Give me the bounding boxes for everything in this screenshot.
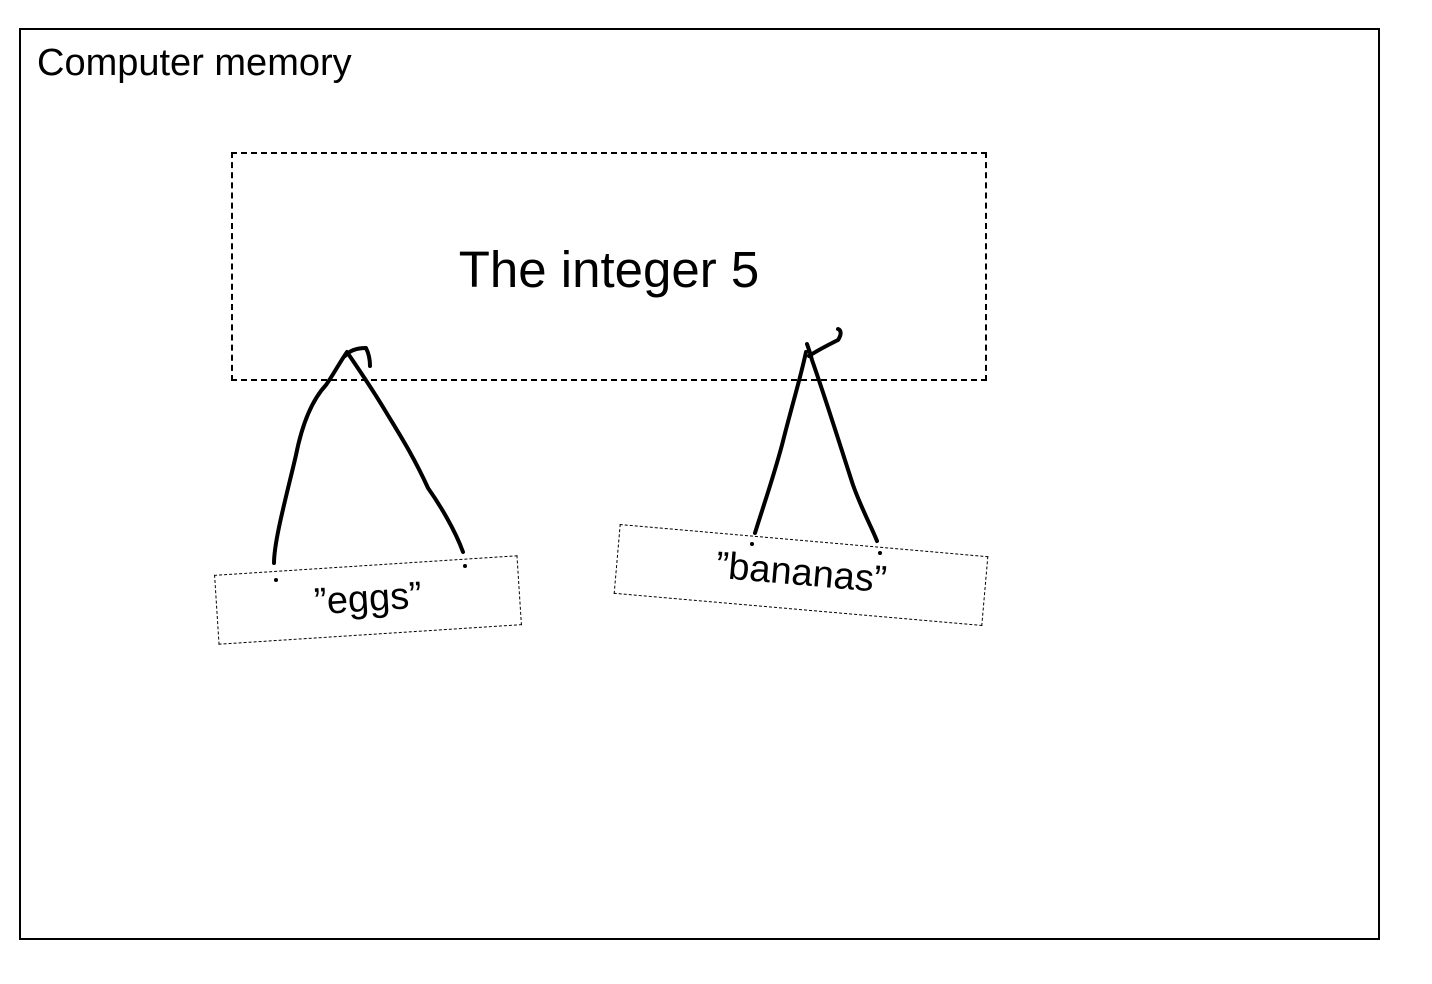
computer-memory-title: Computer memory (37, 42, 352, 84)
integer-value-box: The integer 5 (231, 152, 987, 381)
name-tag-bananas-label: ”bananas” (714, 544, 889, 602)
computer-memory-frame (19, 28, 1380, 940)
integer-value-label: The integer 5 (458, 241, 760, 298)
name-tag-eggs-label: ”eggs” (312, 574, 424, 624)
